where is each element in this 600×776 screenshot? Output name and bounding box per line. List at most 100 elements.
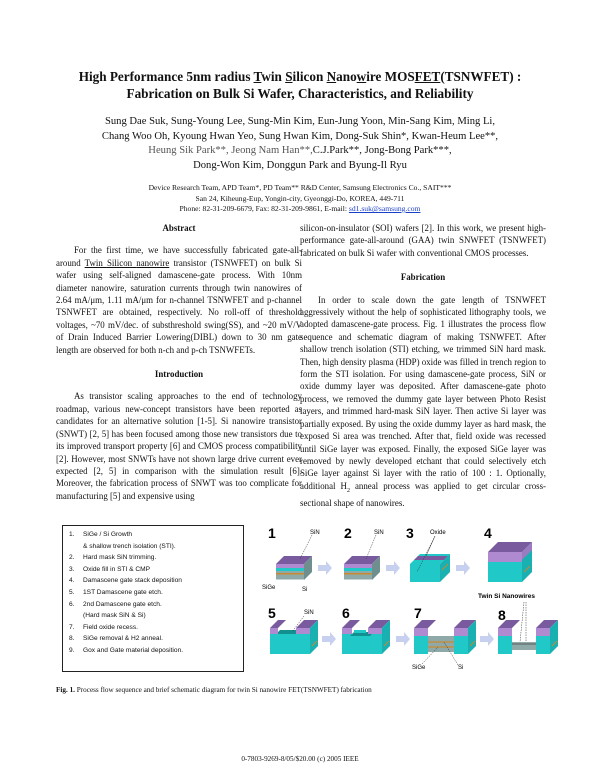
sin-label: SiN <box>304 610 314 616</box>
process-steps-box: 1.SiGe / Si Growth & shallow trench isol… <box>62 525 244 672</box>
step-row: & shallow trench isolation (STI). <box>69 541 239 553</box>
fabrication-text: In order to scale down the gate length o… <box>300 294 546 510</box>
arrow-icon <box>386 561 400 575</box>
step-7-stack-icon: 7 SiGe Si <box>412 605 476 671</box>
introduction-heading: Introduction <box>154 369 204 380</box>
abstract-text-a: For the first time, we have successfully… <box>56 245 302 268</box>
step-text: Oxide fill in STI & CMP <box>83 565 151 573</box>
fabrication-text-a: In order to scale down the gate length o… <box>300 294 546 491</box>
step-number: 1. <box>69 531 75 538</box>
author-text: Heung Sik Park**, Jeong Nam Han**, <box>148 145 313 156</box>
step-row: 1.SiGe / Si Growth <box>69 529 239 541</box>
step-5-stack-icon: 5 SiN <box>268 605 318 654</box>
step-number: 4. <box>69 577 75 585</box>
step-row: 5. 1ST Damascene gate etch. <box>69 587 239 599</box>
step-label: 1 <box>268 525 276 541</box>
si-label: Si <box>302 587 307 593</box>
arrow-icon <box>456 561 470 575</box>
step-row: 4.Damascene gate stack deposition <box>69 575 239 587</box>
step-6-stack-icon: 6 <box>342 605 390 654</box>
step-text: 2nd Damascene gate etch. <box>83 600 162 608</box>
subscript: 2 <box>346 487 350 494</box>
step-text: SiGe removal & H2 anneal. <box>83 635 163 643</box>
abstract-nanowire: nanowire <box>136 257 170 268</box>
step-label: 2 <box>344 525 352 541</box>
left-column: Abstract For the first time, we have suc… <box>56 222 302 502</box>
title-text: win <box>261 69 286 84</box>
abstract-twin: Twin <box>84 257 107 268</box>
author-line: Dong-Won Kim, Donggun Park and Byung-Il … <box>193 159 407 171</box>
title-underline-s: S <box>285 69 293 84</box>
sin-label: SiN <box>310 530 320 536</box>
fabrication-text-b: anneal process was applied to get circul… <box>300 480 546 508</box>
fabrication-heading: Fabrication <box>400 272 446 283</box>
step-number: 8. <box>69 635 75 643</box>
step-number: 3. <box>69 565 75 573</box>
step-text: 1ST Damascene gate etch. <box>83 588 163 596</box>
step-label: 7 <box>414 605 422 621</box>
step-label: 6 <box>342 605 350 621</box>
step-text: Field oxide recess. <box>83 623 138 631</box>
step-number: 7. <box>69 623 75 631</box>
arrow-icon <box>480 632 494 646</box>
step-row: 9. Gox and Gate material deposition. <box>69 645 239 657</box>
sige-label: SiGe <box>262 585 276 591</box>
affiliation-line: Device Research Team, APD Team*, PD Team… <box>148 183 452 192</box>
sige-label: SiGe <box>412 665 426 671</box>
step-text: (Hard mask SiN & Si) <box>83 612 146 620</box>
step-number: 6. <box>69 600 75 608</box>
step-number: 5. <box>69 588 75 596</box>
figure-caption: Fig. 1. Process flow sequence and brief … <box>56 686 556 694</box>
title-underline-fet: FET <box>414 69 441 84</box>
abstract-text-b: transistor (TSNWFET) on bulk Si wafer us… <box>56 257 302 355</box>
process-schematic-diagram: 1 SiN SiGe Si 2 SiN 3 Oxide <box>262 525 558 671</box>
step-label: 3 <box>406 525 414 541</box>
arrow-icon <box>318 561 332 575</box>
step-text: Gox and Gate material deposition. <box>83 646 184 654</box>
step-row: 2.Hard mask SiN trimming. <box>69 552 239 564</box>
twin-nanowires-label: Twin Si Nanowires <box>478 593 535 600</box>
author-list: Sung Dae Suk, Sung-Young Lee, Sung-Min K… <box>40 115 560 173</box>
step-row: 8. SiGe removal & H2 anneal. <box>69 633 239 645</box>
step-3-stack-icon: 3 Oxide <box>406 525 450 582</box>
introduction-text: As transistor scaling approaches to the … <box>56 391 302 501</box>
title-underline-t: T <box>253 69 262 84</box>
step-1-stack-icon: 1 SiN SiGe Si <box>262 525 320 593</box>
title-underline-n: N <box>326 69 337 84</box>
arrow-icon <box>322 632 336 646</box>
step-number: 9. <box>69 646 75 654</box>
step-row: (Hard mask SiN & Si) <box>69 610 239 622</box>
affiliation: Device Research Team, APD Team*, PD Team… <box>40 183 560 215</box>
step-label: 4 <box>484 525 492 541</box>
step-text: & shallow trench isolation (STI). <box>83 542 176 550</box>
author-line: Heung Sik Park**, Jeong Nam Han**,C.J.Pa… <box>40 144 560 159</box>
step-4-stack-icon: 4 <box>484 525 532 582</box>
title-text: High Performance 5nm radius <box>78 69 254 84</box>
title-underline-w: w <box>356 69 367 84</box>
title-line-2: Fabrication on Bulk Si Wafer, Characteri… <box>126 86 474 101</box>
si-label: Si <box>458 665 463 671</box>
title-text: ire MOS <box>366 69 415 84</box>
affiliation-line: San 24, Kiheung-Eup, Yongin-city, Gyeong… <box>195 193 405 203</box>
sin-label: SiN <box>374 530 384 536</box>
author-line: Sung Dae Suk, Sung-Young Lee, Sung-Min K… <box>104 116 496 127</box>
title-text: (TSNWFET) : <box>440 69 522 84</box>
introduction-continued: silicon-on-insulator (SOI) wafers [2]. I… <box>300 223 546 258</box>
step-label: 5 <box>268 605 276 621</box>
step-8-stack-icon: 8 <box>498 601 558 654</box>
email-link[interactable]: sd1.suk@samsung.com <box>348 204 421 213</box>
abstract-heading: Abstract <box>162 223 196 233</box>
abstract-text: For the first time, we have successfully… <box>56 244 302 356</box>
caption-text: Process flow sequence and brief schemati… <box>74 686 372 694</box>
abstract-silicon: Silicon <box>106 257 137 268</box>
contact-line: Phone: 82-31-209-6679, Fax: 82-31-209-98… <box>40 204 560 215</box>
author-line: Chang Woo Oh, Kyoung Hwan Yeo, Sung Hwan… <box>101 130 499 142</box>
step-label: 8 <box>498 607 506 623</box>
step-row: 6. 2nd Damascene gate etch. <box>69 599 239 611</box>
author-text: C.J.Park**, Jong-Bong Park***, <box>312 145 452 156</box>
arrow-icon <box>396 632 410 646</box>
title-text: ano <box>336 69 357 84</box>
copyright-footer: 0-7803-9269-8/05/$20.00 (c) 2005 IEEE <box>241 755 359 763</box>
oxide-label: Oxide <box>430 530 446 536</box>
step-2-stack-icon: 2 SiN <box>344 525 384 580</box>
